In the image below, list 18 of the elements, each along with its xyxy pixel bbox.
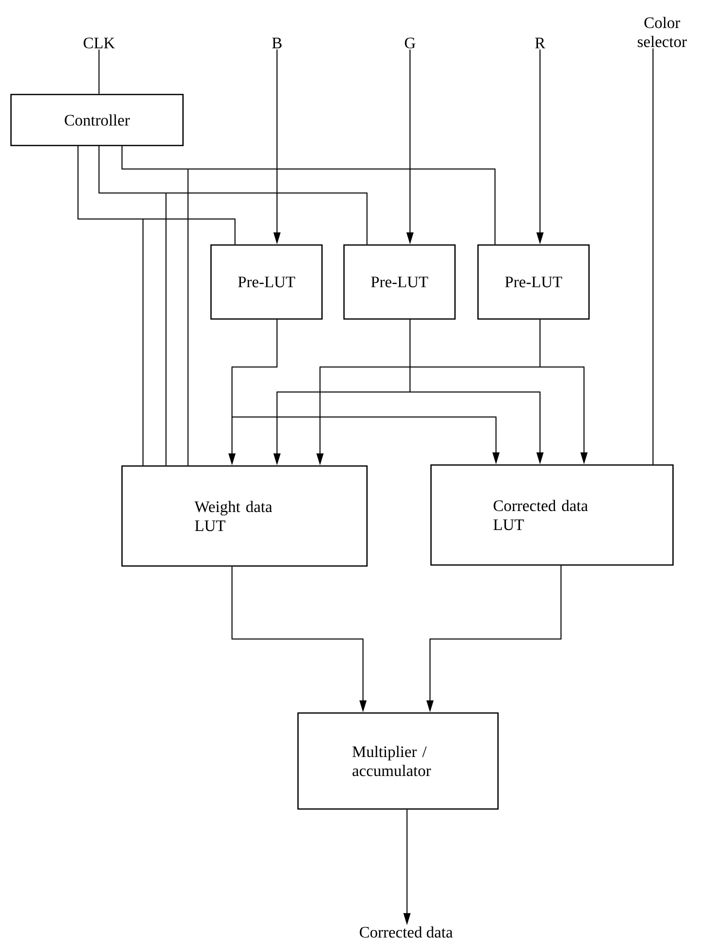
block-box: Controller <box>10 94 184 146</box>
signal-label: B <box>272 38 282 48</box>
signal-label: CLK <box>84 38 115 48</box>
block-box: Corrected data LUT <box>430 464 674 566</box>
signal-label: Corrected data <box>360 926 453 938</box>
connector-line <box>98 49 100 94</box>
connector-line <box>652 48 654 465</box>
block-box: Multiplier / accumulator <box>297 712 499 810</box>
block-box: Pre-LUT <box>210 244 323 320</box>
connector-line <box>122 146 188 466</box>
signal-label: R <box>535 38 546 48</box>
connector-line <box>98 146 166 466</box>
signal-label: Color selector <box>638 16 687 48</box>
block-box: Pre-LUT <box>343 244 456 320</box>
block-box: Pre-LUT <box>477 244 590 320</box>
signal-label: G <box>404 38 416 48</box>
connector-line <box>78 146 144 466</box>
block-box: Weight data LUT <box>121 465 368 567</box>
